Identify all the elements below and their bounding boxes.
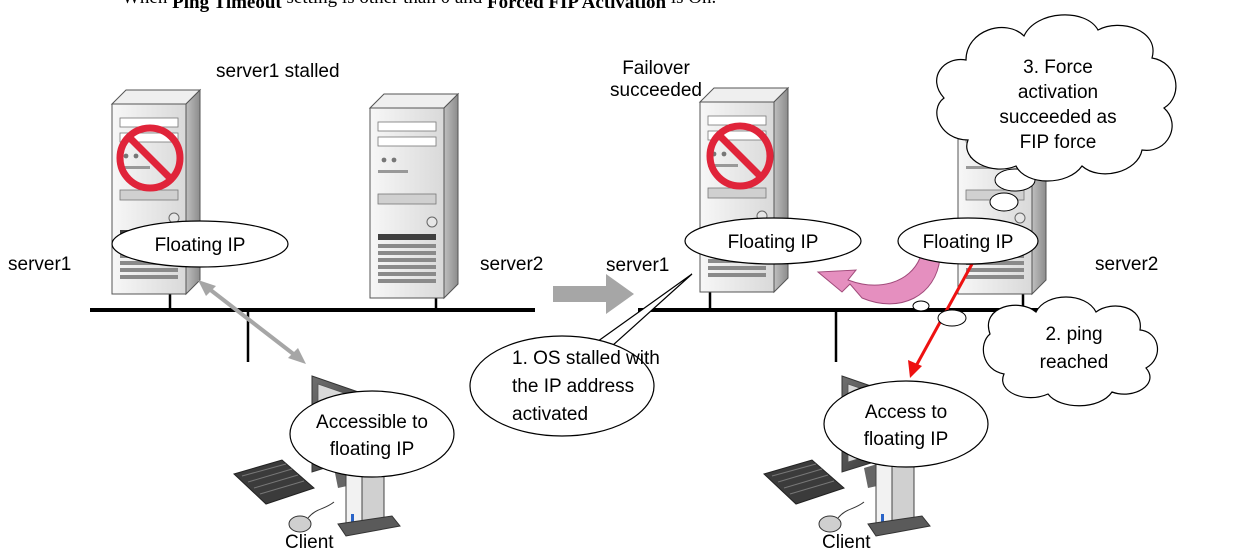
left-client-label: Client	[285, 532, 334, 553]
svg-text:2. ping: 2. ping	[1045, 324, 1102, 345]
client-note-oval-right: Access to floating IP	[823, 380, 989, 468]
svg-text:the IP address: the IP address	[512, 376, 634, 397]
svg-text:activated: activated	[512, 404, 588, 425]
right-status-label: Failover succeeded	[610, 58, 702, 101]
right-client-label: Client	[822, 532, 871, 553]
left-server2-label: server2	[480, 254, 544, 275]
callout-os-stalled: 1. OS stalled with the IP address activa…	[469, 273, 693, 437]
svg-text:3. Force: 3. Force	[1023, 57, 1093, 78]
floating-ip-oval-new: Floating IP	[897, 217, 1039, 265]
transition-arrow	[553, 274, 634, 314]
svg-text:Floating IP: Floating IP	[155, 235, 246, 256]
svg-text:Floating IP: Floating IP	[728, 232, 819, 253]
left-server1-label: server1	[8, 254, 72, 275]
right-server2-label: server2	[1095, 254, 1159, 275]
svg-text:activation: activation	[1018, 82, 1098, 103]
access-arrow-left	[198, 280, 306, 364]
svg-text:Access to: Access to	[865, 402, 947, 423]
svg-text:FIP force: FIP force	[1020, 132, 1097, 153]
right-server1-label: server1	[606, 255, 670, 276]
figure-caption: When Ping Timeout setting is other than …	[122, 0, 716, 13]
svg-text:floating IP: floating IP	[330, 439, 415, 460]
svg-text:succeeded as: succeeded as	[999, 107, 1116, 128]
svg-text:reached: reached	[1040, 352, 1109, 373]
svg-text:Floating IP: Floating IP	[923, 232, 1014, 253]
cloud-ping-reached: 2. ping reached	[912, 296, 1159, 407]
server2-tower-left	[369, 93, 459, 299]
floating-ip-oval-old: Floating IP	[684, 217, 862, 265]
cloud-force-activation: 3. Force activation succeeded as FIP for…	[936, 14, 1177, 212]
svg-text:1. OS stalled with: 1. OS stalled with	[512, 348, 660, 369]
left-status-label: server1 stalled	[216, 61, 340, 82]
svg-text:floating IP: floating IP	[864, 429, 949, 450]
fip-move-arrow	[816, 257, 941, 305]
client-note-oval-left: Accessible to floating IP	[289, 390, 455, 478]
floating-ip-oval-left: Floating IP	[111, 220, 289, 268]
svg-text:Accessible to: Accessible to	[316, 412, 428, 433]
